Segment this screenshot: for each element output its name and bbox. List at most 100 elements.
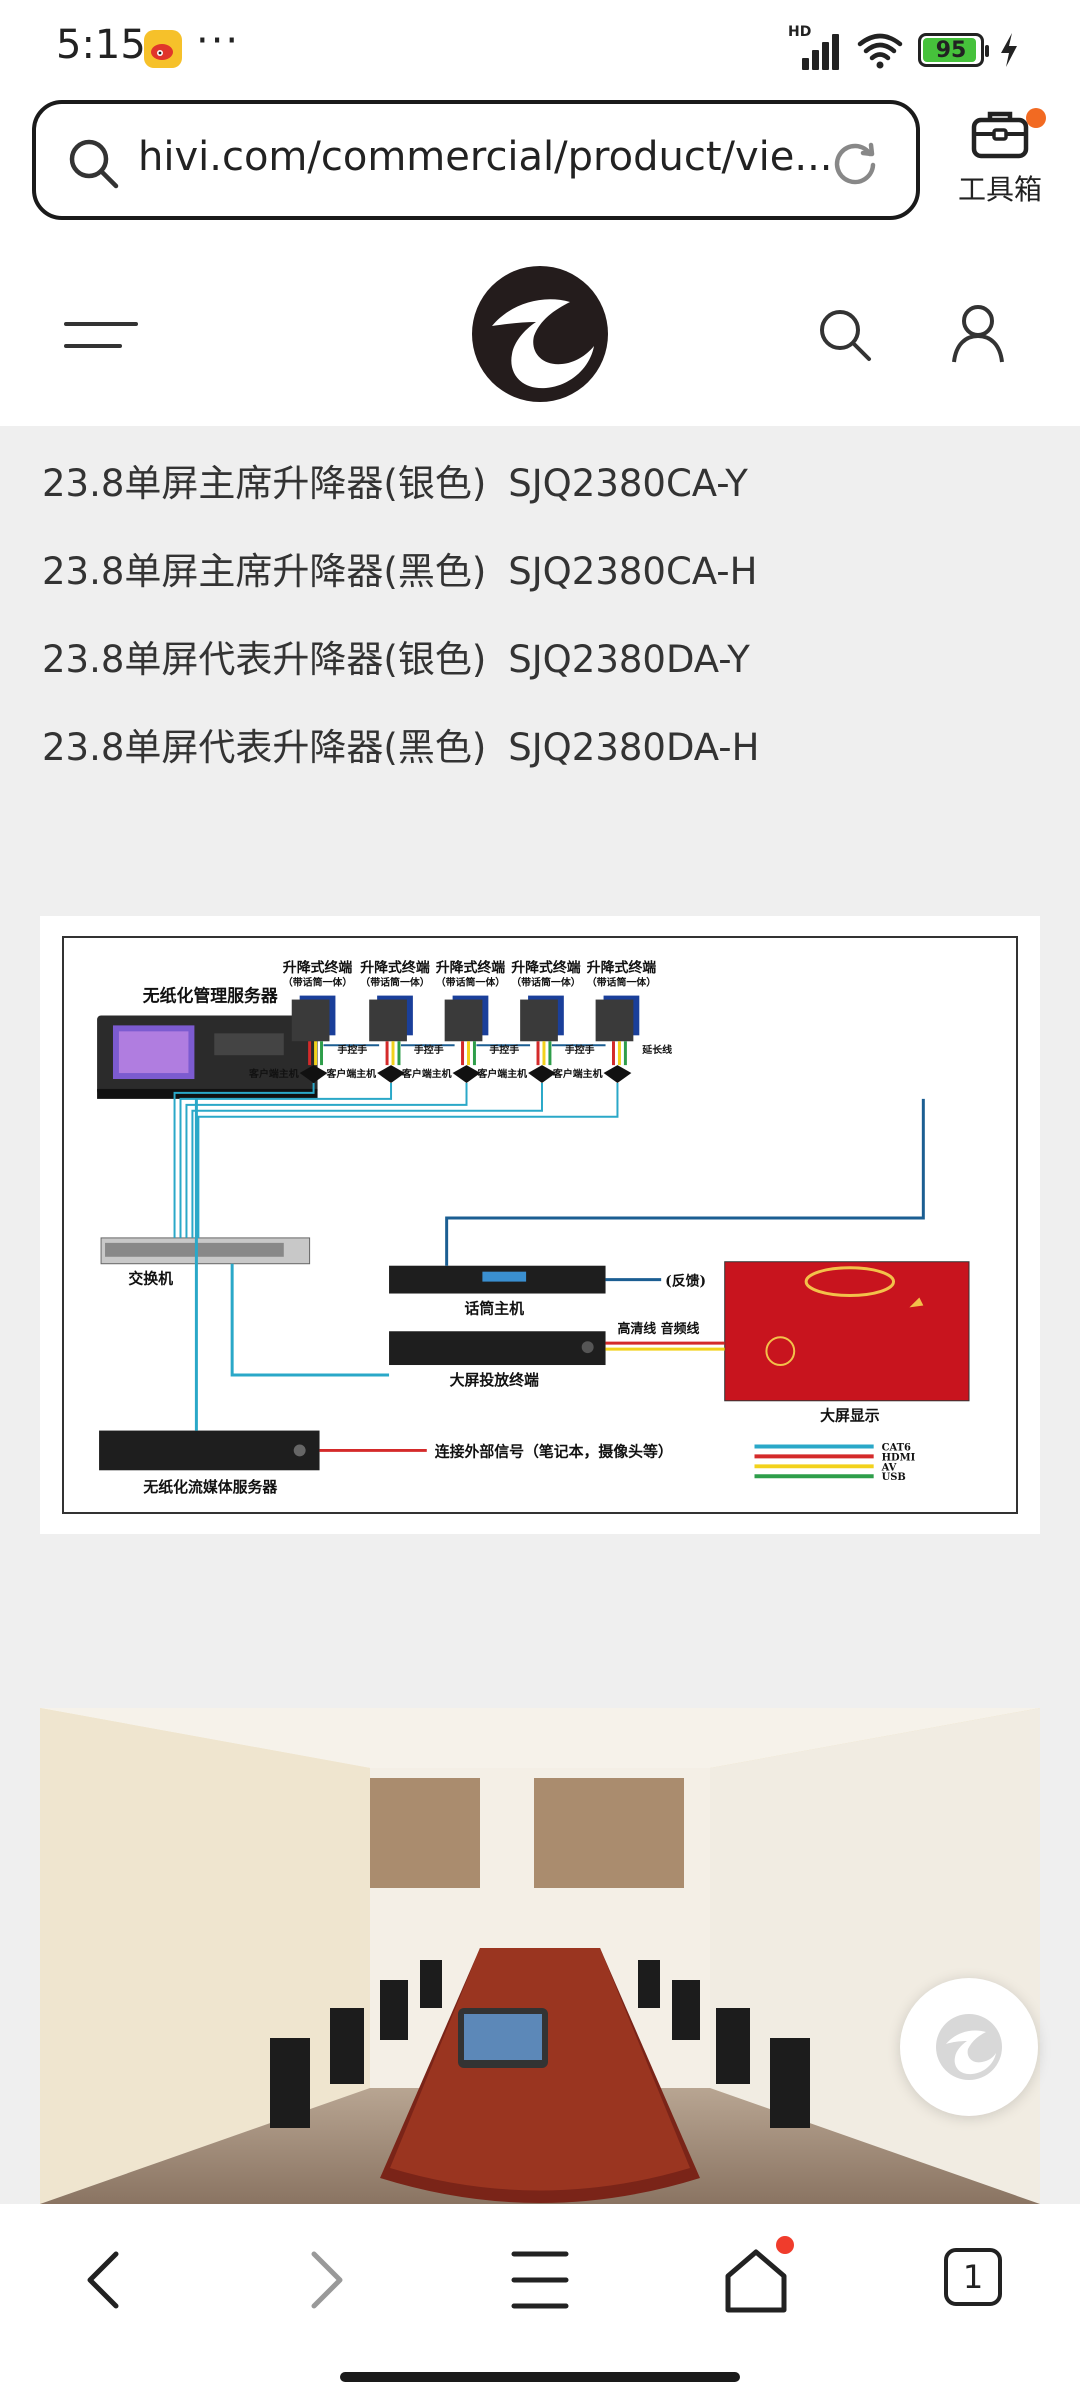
client-host-label: 客户端主机: [552, 1067, 603, 1080]
status-bar: 5:15 ··· HD 95: [0, 0, 1080, 96]
product-name: 23.8单屏主席升降器(银色): [42, 462, 487, 505]
url-text[interactable]: hivi.com/commercial/product/vie...: [138, 134, 833, 180]
hivi-logo[interactable]: [470, 264, 610, 404]
search-icon: [69, 139, 119, 189]
legend-label: AV: [881, 1462, 897, 1473]
product-item: 23.8单屏主席升降器(黑色) SJQ2380CA-H: [42, 528, 1042, 616]
terminal-title: 升降式终端: [283, 959, 353, 976]
conference-room-photo: [40, 1708, 1040, 2204]
media-server-illustration: [99, 1430, 320, 1471]
switch-label: 交换机: [128, 1270, 173, 1288]
menu-icon[interactable]: [64, 318, 140, 352]
browser-bottom-nav: 1: [0, 2204, 1080, 2400]
server-title: 无纸化管理服务器: [143, 986, 279, 1006]
media-server-label: 无纸化流媒体服务器: [142, 1478, 278, 1496]
forward-icon[interactable]: [284, 2240, 364, 2320]
legend-label: USB: [882, 1472, 906, 1483]
product-name: 23.8单屏代表升降器(银色): [42, 638, 487, 681]
weibo-notification-icon: [144, 30, 182, 68]
external-signal-label: 连接外部信号（笔记本，摄像头等）: [435, 1442, 673, 1460]
bigscreen-terminal-illustration: [389, 1331, 606, 1366]
status-time: 5:15: [56, 22, 146, 68]
product-code: SJQ2380CA-H: [508, 550, 758, 593]
wifi-icon: [857, 33, 903, 69]
product-item: 23.8单屏代表升降器(银色) SJQ2380DA-Y: [42, 616, 1042, 704]
menu-lines-icon[interactable]: [500, 2240, 580, 2320]
toolbox-icon: [971, 111, 1029, 159]
toolbox-label: 工具箱: [957, 173, 1042, 206]
hivi-float-icon: [936, 2014, 1002, 2080]
battery-icon: 95: [918, 33, 989, 67]
terminal-subtitle: （带话筒一体）: [360, 976, 429, 989]
product-name: 23.8单屏主席升降器(黑色): [42, 550, 487, 593]
hand-control-label: 手控手: [414, 1043, 444, 1056]
browser-toolbar: hivi.com/commercial/product/vie... 工具箱: [0, 96, 1080, 228]
terminal-subtitle: （带话筒一体）: [587, 976, 656, 989]
site-search-icon[interactable]: [816, 306, 872, 362]
terminal-subtitle: （带话筒一体）: [283, 976, 352, 989]
more-notifications-icon: ···: [196, 18, 241, 64]
terminal-body: [444, 999, 483, 1042]
home-button[interactable]: [716, 2236, 796, 2320]
hd-audio-label: 高清线 音频线: [617, 1321, 699, 1337]
legend-label: HDMI: [882, 1452, 916, 1463]
product-code: SJQ2380CA-Y: [508, 462, 748, 505]
system-diagram-card: 无纸化管理服务器 交换机 话筒主机: [40, 916, 1040, 1534]
cellular-signal-icon: HD: [788, 24, 842, 70]
charging-bolt-icon: [1001, 33, 1017, 67]
user-account-icon[interactable]: [950, 304, 1006, 364]
bigscreen-display-illustration: [724, 1261, 970, 1402]
tab-count: 1: [944, 2248, 1002, 2306]
terminal-title: 升降式终端: [511, 959, 581, 976]
address-bar[interactable]: hivi.com/commercial/product/vie...: [32, 100, 920, 220]
floating-chat-button[interactable]: [900, 1978, 1038, 2116]
terminal-title: 升降式终端: [436, 959, 506, 976]
battery-fill: [923, 38, 977, 62]
client-host-label: 客户端主机: [476, 1067, 527, 1080]
reload-icon[interactable]: [830, 138, 880, 188]
client-host-box: [528, 1065, 556, 1083]
terminal-body: [291, 999, 330, 1042]
product-item: 23.8单屏主席升降器(银色) SJQ2380CA-Y: [42, 440, 1042, 528]
product-code: SJQ2380DA-Y: [508, 638, 750, 681]
terminal-title: 升降式终端: [360, 959, 430, 976]
hand-control-label: 手控手: [565, 1043, 595, 1056]
home-icon: [725, 2249, 787, 2313]
status-indicators: HD 95: [788, 24, 1020, 72]
hd-label: HD: [788, 24, 812, 40]
toolbox-badge-dot: [1026, 108, 1046, 128]
bigscreen-terminal-label: 大屏投放终端: [450, 1371, 539, 1389]
terminal-subtitle: （带话筒一体）: [436, 976, 505, 989]
client-host-label: 客户端主机: [401, 1067, 452, 1080]
management-server-illustration: [97, 1015, 318, 1099]
product-name: 23.8单屏代表升降器(黑色): [42, 726, 487, 769]
tabs-button[interactable]: 1: [934, 2240, 1014, 2320]
terminal-body: [595, 999, 634, 1042]
product-item: 23.8单屏代表升降器(黑色) SJQ2380DA-H: [42, 704, 1042, 792]
switch-illustration: [100, 1237, 311, 1265]
toolbox-button[interactable]: 工具箱: [940, 102, 1060, 220]
client-host-label: 客户端主机: [248, 1067, 299, 1080]
hand-control-label: 手控手: [337, 1043, 367, 1056]
product-model-list: 23.8单屏主席升降器(银色) SJQ2380CA-Y 23.8单屏主席升降器(黑…: [42, 440, 1042, 792]
home-badge-dot: [776, 2236, 794, 2254]
back-icon[interactable]: [66, 2240, 146, 2320]
legend-label: CAT6: [882, 1442, 911, 1453]
client-host-label: 客户端主机: [326, 1067, 377, 1080]
terminal-body: [369, 999, 407, 1042]
system-diagram: 无纸化管理服务器 交换机 话筒主机: [62, 936, 1018, 1514]
gesture-home-indicator[interactable]: [340, 2372, 740, 2382]
bigscreen-label: 大屏显示: [820, 1407, 880, 1425]
terminals-group: 升降式终端（带话筒一体）客户端主机手控手升降式终端（带话筒一体）客户端主机手控手…: [173, 959, 672, 1238]
client-host-box: [299, 1065, 328, 1083]
product-code: SJQ2380DA-H: [508, 726, 760, 769]
battery-level: 95: [935, 37, 967, 63]
terminal-body: [520, 999, 558, 1042]
terminal-subtitle: （带话筒一体）: [511, 976, 580, 989]
client-host-box: [603, 1065, 632, 1083]
hand-control-label: 手控手: [489, 1043, 519, 1056]
mic-host-label: 话筒主机: [465, 1299, 525, 1317]
site-header: [0, 228, 1080, 426]
terminal-title: 升降式终端: [587, 959, 657, 976]
